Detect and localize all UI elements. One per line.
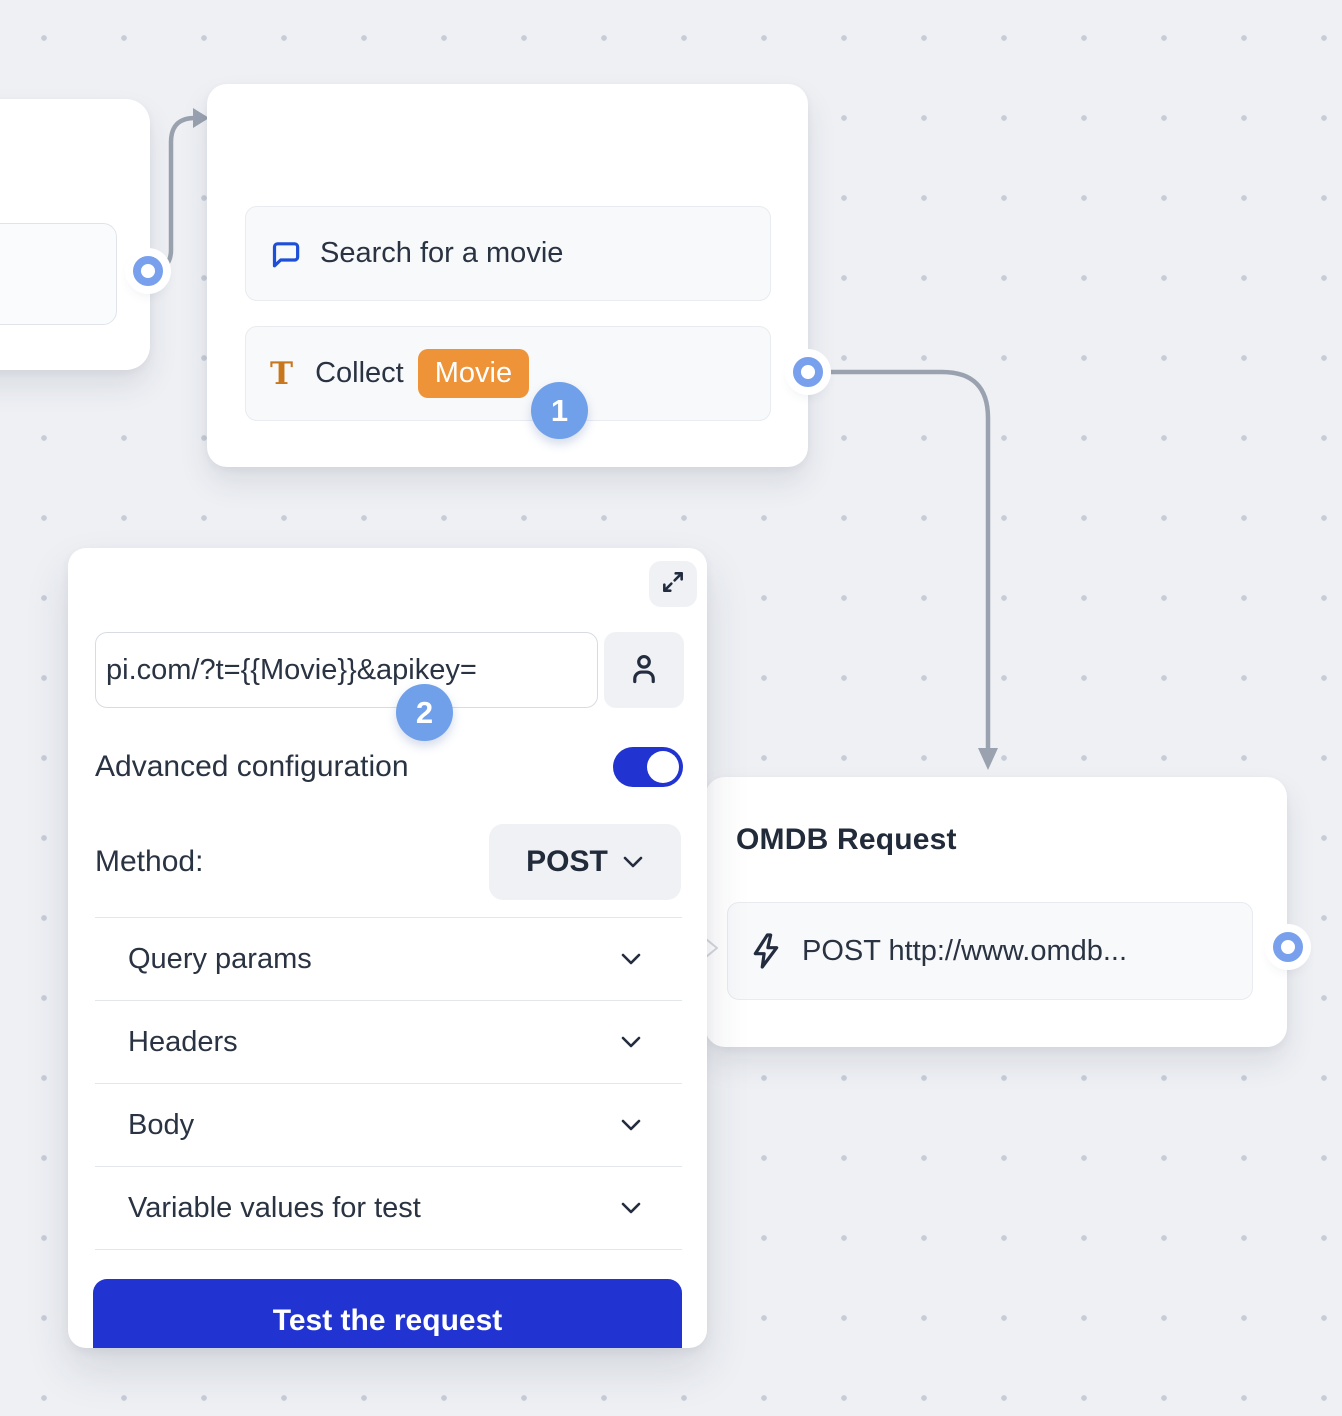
chevron-down-icon <box>620 1201 642 1215</box>
output-port[interactable] <box>793 357 823 387</box>
omdb-request-row[interactable]: POST http://www.omdb... <box>727 902 1253 1000</box>
output-port[interactable] <box>1273 932 1303 962</box>
request-settings-panel[interactable]: Advanced configuration Method: POST Quer… <box>68 548 707 1348</box>
section-label: Query params <box>128 942 312 975</box>
variable-chip[interactable]: Movie <box>417 349 530 398</box>
chevron-down-icon <box>622 855 644 869</box>
connector-left-to-movie <box>149 115 198 274</box>
output-port[interactable] <box>133 256 163 286</box>
collect-row-label: Collect <box>315 357 404 389</box>
advanced-configuration-label: Advanced configuration <box>95 750 409 783</box>
request-url-input[interactable] <box>95 632 598 708</box>
connector-movie-to-omdb <box>809 369 991 751</box>
section-label: Variable values for test <box>128 1191 421 1224</box>
text-input-icon: T <box>270 355 294 392</box>
search-row-label: Search for a movie <box>320 237 564 269</box>
section-headers[interactable]: Headers <box>95 1001 682 1084</box>
section-variable-values[interactable]: Variable values for test <box>95 1167 682 1250</box>
chevron-down-icon <box>620 1035 642 1049</box>
movie-search-node[interactable]: Movie search Search for a movie T Collec… <box>207 84 808 467</box>
expand-button[interactable] <box>649 561 697 607</box>
chevron-down-icon <box>620 952 642 966</box>
test-request-button[interactable]: Test the request <box>93 1279 682 1348</box>
variables-button[interactable] <box>604 632 684 708</box>
arrowhead-into-omdb <box>978 748 998 770</box>
advanced-configuration-toggle[interactable] <box>613 747 683 787</box>
omdb-request-node[interactable]: OMDB Request POST http://www.omdb... <box>705 777 1287 1047</box>
step-2-badge: 2 <box>396 684 453 741</box>
method-value: POST <box>526 845 608 878</box>
collect-movie-row[interactable]: T Collect Movie <box>245 326 771 421</box>
section-label: Headers <box>128 1025 238 1058</box>
partial-node-row[interactable] <box>0 223 117 325</box>
omdb-node-title: OMDB Request <box>736 823 957 856</box>
expand-icon <box>660 569 686 600</box>
section-label: Body <box>128 1108 195 1141</box>
section-body[interactable]: Body <box>95 1084 682 1167</box>
step-1-badge: 1 <box>531 382 588 439</box>
collapsible-sections: Query params Headers Body Variable value… <box>95 917 682 1250</box>
omdb-request-label: POST http://www.omdb... <box>802 934 1128 967</box>
section-query-params[interactable]: Query params <box>95 918 682 1001</box>
lightning-icon <box>750 933 782 969</box>
chat-bubble-icon <box>270 239 300 269</box>
method-dropdown[interactable]: POST <box>489 824 681 900</box>
search-for-movie-row[interactable]: Search for a movie <box>245 206 771 301</box>
method-label: Method: <box>95 845 204 878</box>
person-icon <box>629 652 659 689</box>
arrowhead-into-movie <box>193 108 209 128</box>
chevron-down-icon <box>620 1118 642 1132</box>
toggle-knob <box>647 751 679 783</box>
